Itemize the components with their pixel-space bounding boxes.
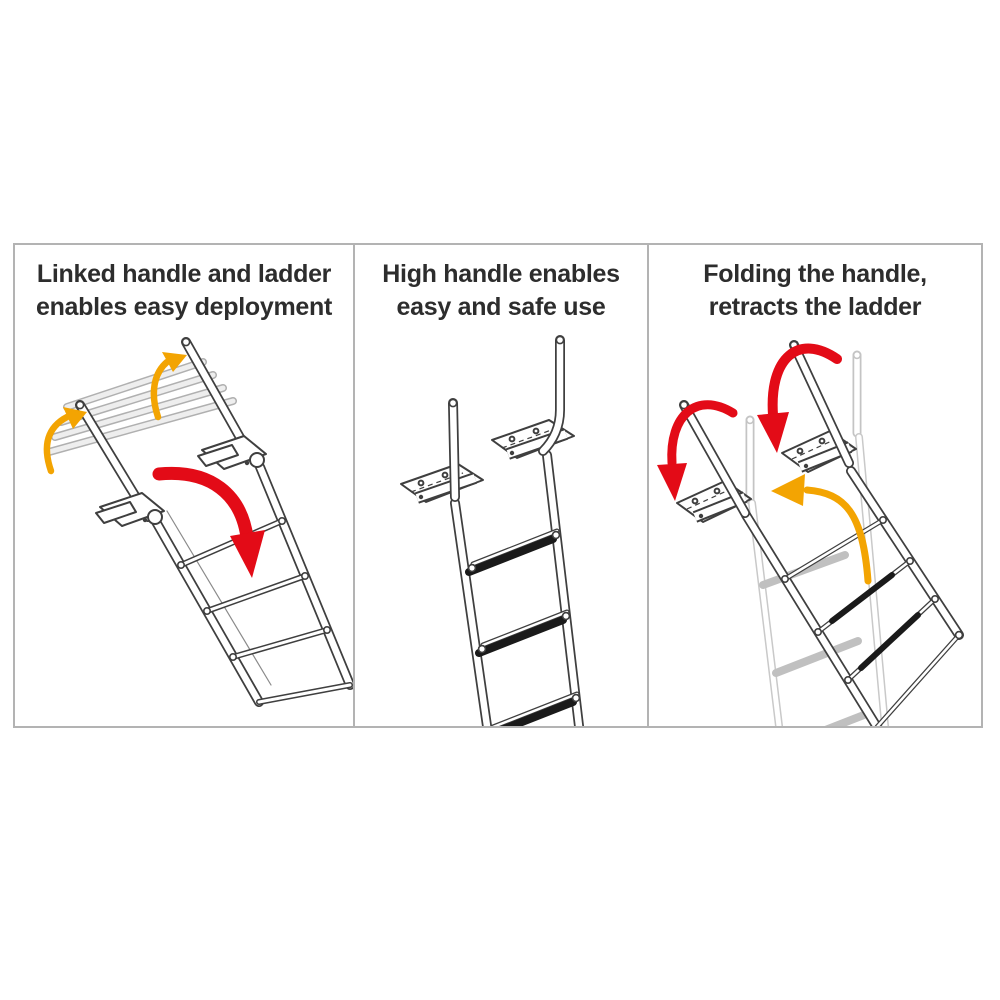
caption-line: easy and safe use (396, 293, 606, 321)
ladder-rails (741, 466, 964, 726)
deployment-illustration (43, 337, 353, 707)
handle-up-arrow-yellow-left (43, 407, 87, 475)
bracket-right (197, 435, 267, 470)
panel-safe-use-caption: High handle enables easy and safe use (355, 258, 647, 324)
ladder-rungs (177, 516, 353, 705)
caption-line: retracts the ladder (708, 293, 922, 321)
bracket-left (95, 492, 165, 527)
panel-deployment-caption: Linked handle and ladder enables easy de… (15, 258, 353, 324)
ladder-rungs (465, 528, 581, 726)
caption-line: enables easy deployment (35, 293, 332, 321)
caption-line: Linked handle and ladder (36, 260, 332, 288)
deploy-arrow-red (152, 466, 265, 578)
handle-up-arrow-yellow-right (150, 352, 187, 421)
ladder-rails (150, 462, 353, 707)
ladder-rails (450, 450, 584, 726)
safe-use-illustration (400, 335, 584, 726)
handle-right (538, 335, 565, 456)
fold-arrow-red-left (657, 400, 738, 501)
three-step-diagram: Linked handle and ladder enables easy de… (13, 243, 983, 728)
panel-deployment: Linked handle and ladder enables easy de… (15, 245, 353, 726)
handle-left (448, 398, 460, 502)
handle-left-folded (679, 400, 750, 518)
panel-retract: Folding the handle, retracts the ladder (647, 245, 981, 726)
handle-right-folded (789, 340, 854, 468)
panel-safe-use: High handle enables easy and safe use (353, 245, 647, 726)
caption-line: High handle enables (382, 260, 620, 288)
bracket-left (400, 463, 484, 504)
caption-line: Folding the handle, (703, 260, 927, 288)
retract-illustration (657, 340, 964, 726)
ladder-rungs (781, 515, 964, 726)
folded-ladder-stack (45, 358, 237, 456)
panel-retract-caption: Folding the handle, retracts the ladder (649, 258, 981, 324)
retract-arrow-yellow (771, 474, 872, 585)
fold-arrow-red-right (757, 343, 842, 453)
